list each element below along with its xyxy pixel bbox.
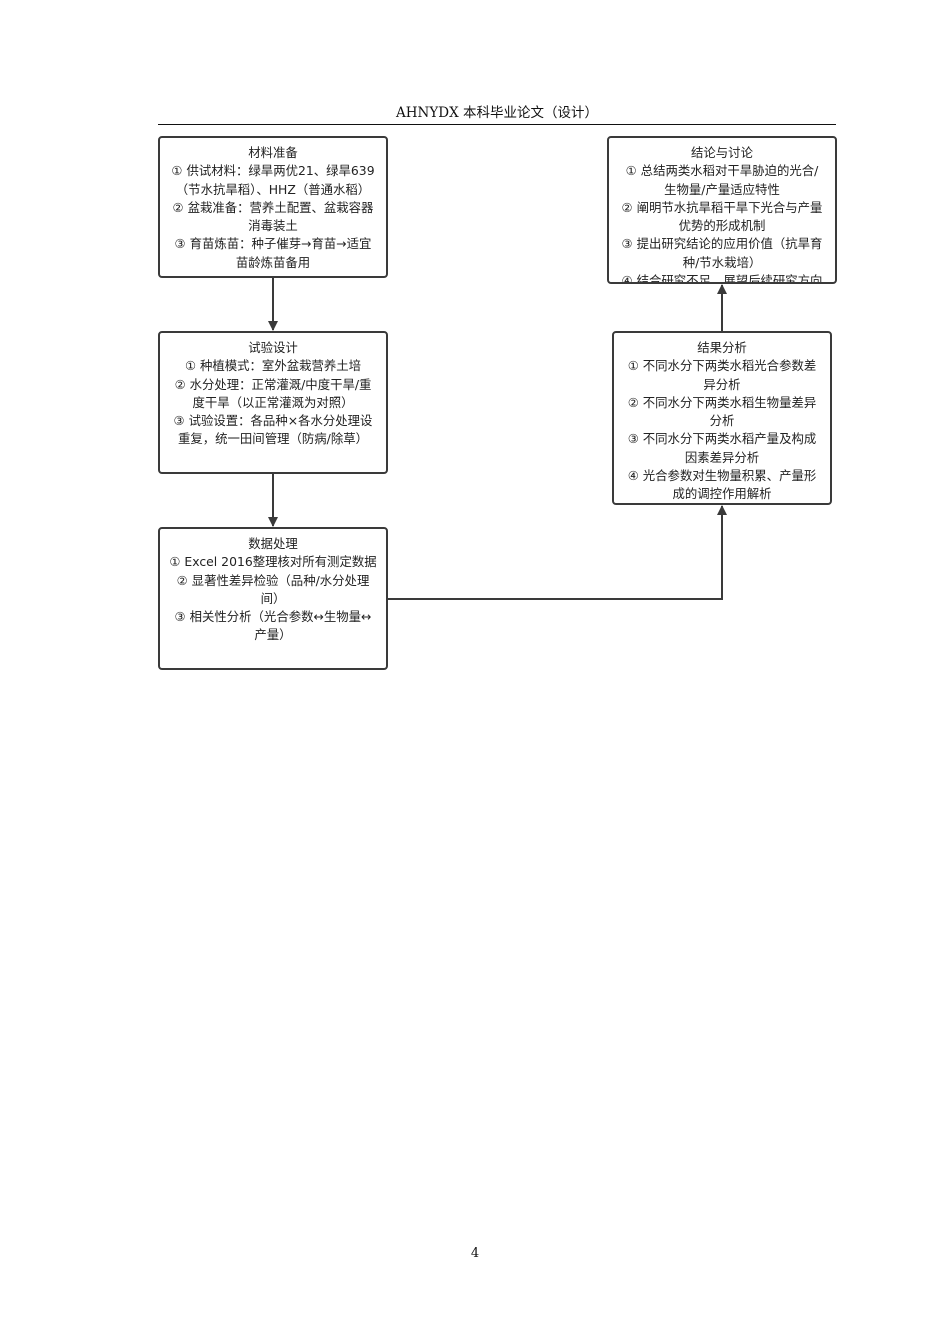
node-line: ② 显著性差异检验（品种/水分处理 bbox=[176, 572, 370, 588]
node-line: ③ 育苗炼苗：种子催芽→育苗→适宜 bbox=[174, 236, 372, 252]
node-line: ② 水分处理：正常灌溉/中度干旱/重 bbox=[174, 376, 372, 392]
node-materials-preparation: 材料准备 ① 供试材料：绿旱两优21、绿旱639 （节水抗旱稻）、HHZ（普通水… bbox=[158, 136, 388, 278]
node-line: 度干旱（以正常灌溉为对照） bbox=[192, 394, 354, 410]
node-conclusion-discussion: 结论与讨论 ① 总结两类水稻对干旱胁迫的光合/ 生物量/产量适应特性 ② 阐明节… bbox=[607, 136, 837, 284]
node-title: 试验设计 bbox=[248, 340, 298, 355]
node-line: ② 阐明节水抗旱稻干旱下光合与产量 bbox=[621, 199, 823, 215]
arrow-data-to-results bbox=[388, 505, 727, 600]
node-line: 重复，统一田间管理（防病/除草） bbox=[177, 431, 369, 447]
node-line: 间） bbox=[260, 590, 286, 606]
node-line: ① 不同水分下两类水稻光合参数差 bbox=[627, 358, 817, 374]
node-data-processing: 数据处理 ① Excel 2016整理核对所有测定数据 ② 显著性差异检验（品种… bbox=[158, 527, 388, 670]
node-line: ① 种植模式：室外盆栽营养土培 bbox=[184, 358, 362, 374]
page-header: AHNYDX 本科毕业论文（设计） bbox=[396, 105, 598, 121]
node-experiment-design: 试验设计 ① 种植模式：室外盆栽营养土培 ② 水分处理：正常灌溉/中度干旱/重 … bbox=[158, 331, 388, 474]
node-line: 成的调控作用解析 bbox=[672, 486, 772, 502]
node-line: ③ 不同水分下两类水稻产量及构成 bbox=[627, 431, 817, 447]
node-title: 数据处理 bbox=[248, 536, 298, 551]
node-line: ① Excel 2016整理核对所有测定数据 bbox=[169, 554, 377, 570]
node-title: 结论与讨论 bbox=[691, 145, 753, 160]
node-line: 分析 bbox=[709, 413, 735, 429]
node-line: 生物量/产量适应特性 bbox=[664, 181, 780, 197]
page-number: 4 bbox=[470, 1246, 480, 1261]
node-line: 异分析 bbox=[703, 376, 741, 392]
node-line: ② 盆栽准备：营养土配置、盆栽容器 bbox=[172, 199, 374, 215]
node-line: 产量） bbox=[254, 627, 292, 643]
node-line: （节水抗旱稻）、HHZ（普通水稻） bbox=[175, 181, 371, 197]
node-line: ④ 结合研究不足，展望后续研究方向 bbox=[621, 273, 823, 284]
node-line: ① 总结两类水稻对干旱胁迫的光合/ bbox=[625, 163, 819, 179]
node-title: 结果分析 bbox=[697, 340, 747, 355]
node-line: 苗龄炼苗备用 bbox=[235, 254, 311, 270]
node-line: ④ 光合参数对生物量积累、产量形 bbox=[627, 468, 817, 484]
node-title: 材料准备 bbox=[248, 145, 298, 160]
node-line: 种/节水栽培） bbox=[682, 254, 762, 270]
header-divider bbox=[158, 124, 836, 125]
node-line: 消毒装土 bbox=[248, 218, 298, 234]
node-line: ② 不同水分下两类水稻生物量差异 bbox=[627, 394, 817, 410]
node-results-analysis: 结果分析 ① 不同水分下两类水稻光合参数差 异分析 ② 不同水分下两类水稻生物量… bbox=[612, 331, 832, 505]
node-line: 因素差异分析 bbox=[684, 449, 760, 465]
node-line: 优势的形成机制 bbox=[678, 218, 766, 234]
node-line: ③ 试验设置：各品种×各水分处理设 bbox=[173, 413, 373, 429]
node-line: ① 供试材料：绿旱两优21、绿旱639 bbox=[171, 163, 375, 179]
node-line: ③ 提出研究结论的应用价值（抗旱育 bbox=[621, 236, 823, 252]
node-line: ③ 相关性分析（光合参数↔生物量↔ bbox=[174, 609, 372, 625]
